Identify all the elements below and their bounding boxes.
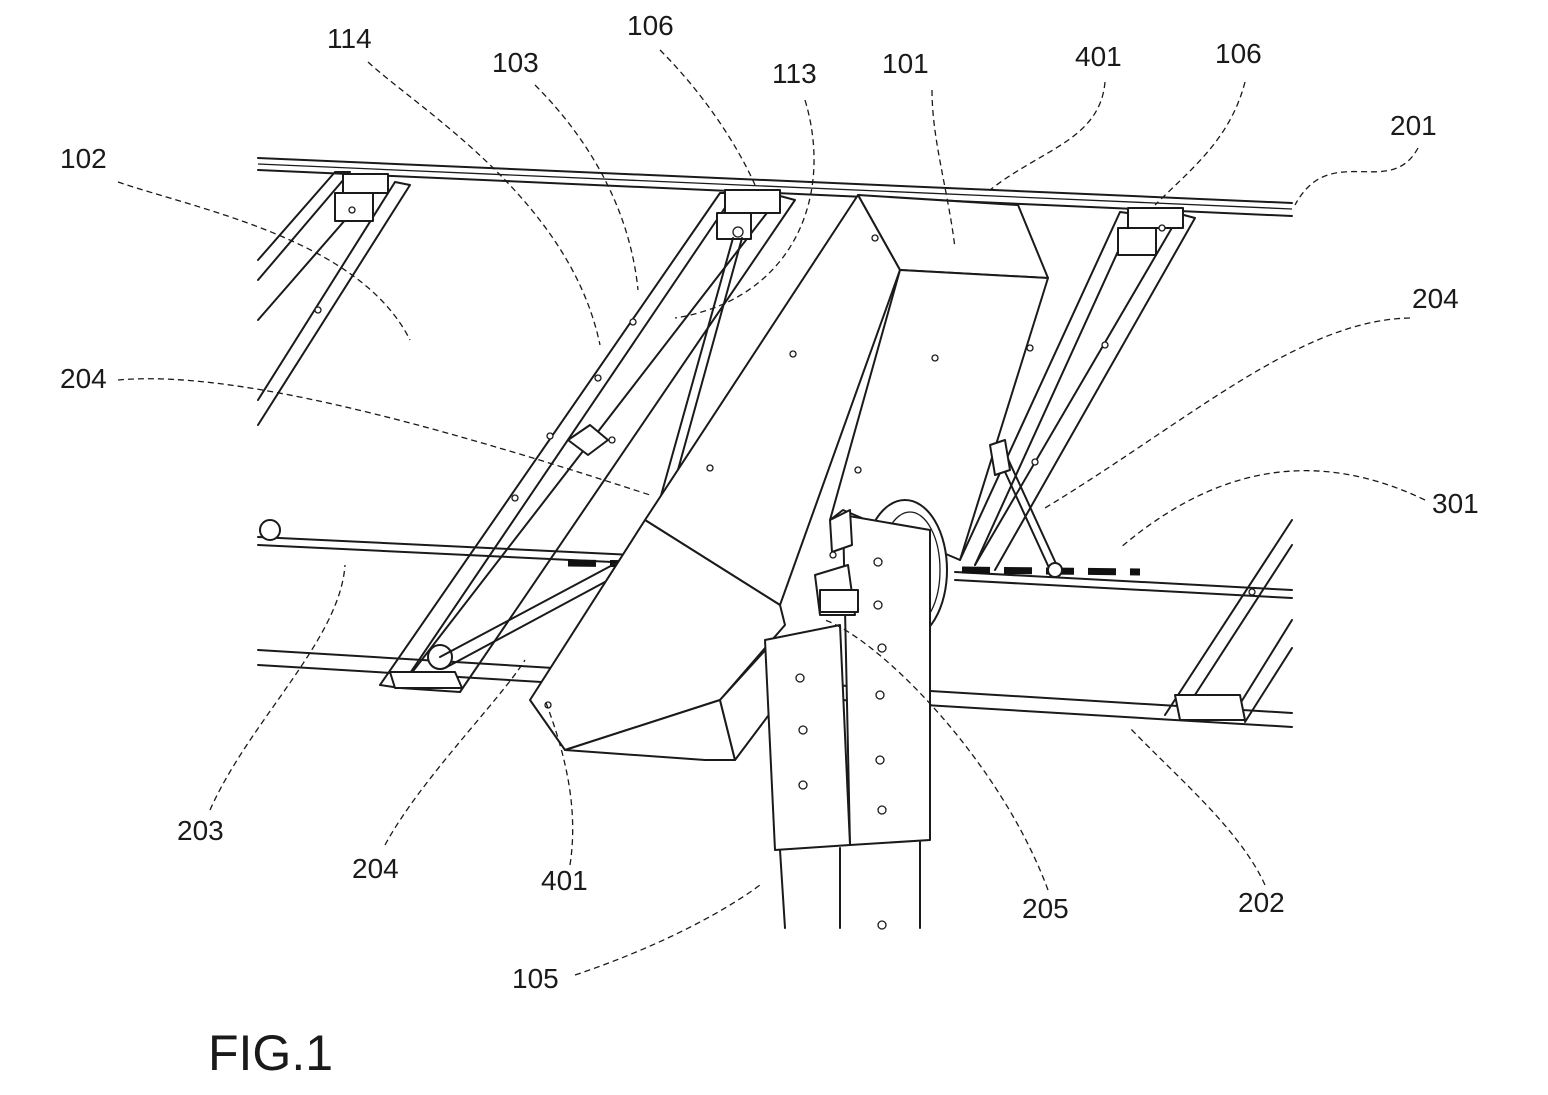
- figure-title: FIG.1: [208, 1025, 333, 1081]
- label-201: 201: [1390, 110, 1437, 141]
- clamp-bracket: [343, 174, 388, 193]
- label-205: 205: [1022, 893, 1069, 924]
- foot-bracket: [1175, 695, 1245, 720]
- label-401-top: 401: [1075, 41, 1122, 72]
- rod-end-fitting: [260, 520, 280, 540]
- clamp-bracket: [1128, 208, 1183, 228]
- label-103: 103: [492, 47, 539, 78]
- label-203: 203: [177, 815, 224, 846]
- label-106-left: 106: [627, 10, 674, 41]
- foot-bracket: [390, 672, 462, 688]
- label-202: 202: [1238, 887, 1285, 918]
- label-101: 101: [882, 48, 929, 79]
- left-panel-frame: [258, 172, 410, 425]
- label-105: 105: [512, 963, 559, 994]
- label-204-right: 204: [1412, 283, 1459, 314]
- label-204-left: 204: [60, 363, 107, 394]
- label-401-bottom: 401: [541, 865, 588, 896]
- label-106-right: 106: [1215, 38, 1262, 69]
- label-301: 301: [1432, 488, 1479, 519]
- label-114: 114: [327, 23, 372, 54]
- label-204-bottom: 204: [352, 853, 399, 884]
- clamp-bracket: [725, 190, 780, 213]
- label-113: 113: [772, 58, 817, 89]
- lower-right-panel-frame: [1165, 520, 1292, 722]
- clamp-bracket: [1118, 228, 1156, 255]
- label-102: 102: [60, 143, 107, 174]
